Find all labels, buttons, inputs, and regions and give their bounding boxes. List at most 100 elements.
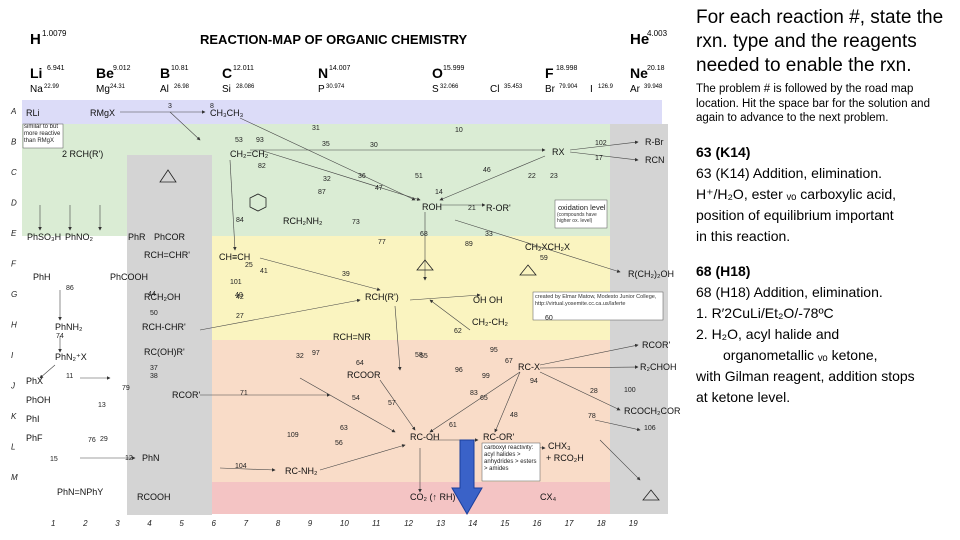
compound-phf: PhF <box>26 433 43 443</box>
element-b: B <box>160 65 170 81</box>
reaction-number: 31 <box>312 125 320 132</box>
compound-phn2x: PhN₂⁺X <box>55 352 87 362</box>
element-al-mass: 26.98 <box>174 84 190 90</box>
compound-phso3h: PhSO₃H <box>27 232 61 242</box>
element-n: N <box>318 65 328 81</box>
row-letter: A <box>10 107 16 116</box>
compound-rcor-right: RCOR' <box>642 340 670 350</box>
reaction-number: 101 <box>230 279 242 286</box>
reaction-number: 21 <box>468 205 476 212</box>
reaction-number: 44 <box>148 291 156 298</box>
reaction-number: 100 <box>624 387 636 394</box>
compound-phno2: PhNO₂ <box>65 232 94 242</box>
compound-phr: PhR <box>128 232 146 242</box>
reaction-number: 8 <box>210 103 214 110</box>
cyclopropane-bottom <box>642 489 660 501</box>
reaction-number: 14 <box>435 189 443 196</box>
cyclopropane <box>159 169 177 183</box>
compound-ch2ch2: CH₂=CH₂ <box>230 149 269 159</box>
reaction-number: 51 <box>415 173 423 180</box>
note-created: created by Elmar Matow, Modesto Junior C… <box>535 294 657 307</box>
compound-cx4: CX₄ <box>540 492 557 502</box>
structure-drawings <box>159 169 660 501</box>
compound-phcor: PhCOR <box>154 232 186 242</box>
reaction-number: 89 <box>465 241 473 248</box>
compound-rch2nh2: RCH₂NH₂ <box>283 216 323 226</box>
reaction-number: 37 <box>150 365 158 372</box>
reaction-number: 82 <box>258 163 266 170</box>
element-b-mass: 10.81 <box>171 65 189 72</box>
map-title: REACTION-MAP OF ORGANIC CHEMISTRY <box>200 32 468 47</box>
reaction-number: 48 <box>510 412 518 419</box>
reaction-number: 3 <box>168 103 172 110</box>
compound-co2: CO₂ (↑ RH) <box>410 492 456 502</box>
compound-phh: PhH <box>33 272 51 282</box>
compound-ch2ch2-diol: CH₂-CH₂ <box>472 317 508 327</box>
reaction-number: 76 <box>88 437 96 444</box>
zone-yellow <box>212 236 662 340</box>
col-number: 3 <box>115 519 120 528</box>
element-na-mass: 22.99 <box>44 84 60 90</box>
reaction-number: 78 <box>588 413 596 420</box>
reaction-number: 63 <box>340 425 348 432</box>
reaction-number: 28 <box>590 388 598 395</box>
problem-68-line-1: 68 (H18) Addition, elimination. <box>696 283 883 300</box>
compound-rcohr: RC(OH)R' <box>144 347 185 357</box>
reaction-number: 109 <box>287 432 299 439</box>
row-letter: E <box>11 229 17 238</box>
compound-rconh2: RC-NH₂ <box>285 466 318 476</box>
element-o: O <box>432 65 443 81</box>
element-cl-mass: 35.453 <box>504 84 523 90</box>
element-ne: Ne <box>630 65 648 81</box>
row-letter: I <box>11 351 14 360</box>
reaction-number: 53 <box>235 137 243 144</box>
reaction-number: 94 <box>530 378 538 385</box>
col-number: 9 <box>308 519 313 528</box>
compound-phnnph: PhN=NPhY <box>57 487 103 497</box>
reaction-number: 71 <box>240 390 248 397</box>
row-letter: L <box>11 443 15 452</box>
reaction-number: 60 <box>545 315 553 322</box>
col-number: 5 <box>179 519 184 528</box>
element-h-mass: 1.0079 <box>42 29 67 38</box>
zone-orange <box>212 340 662 482</box>
problem-panel: For each reaction #, state the rxn. type… <box>696 6 956 536</box>
compound-rcooh: RC-OH <box>410 432 440 442</box>
col-number: 17 <box>565 519 574 528</box>
reaction-number: 56 <box>335 440 343 447</box>
compound-rcox: RC-X <box>518 362 540 372</box>
problem-63-line-3: position of equilibrium important <box>696 206 894 223</box>
epoxide-right <box>519 264 537 276</box>
highlight-arrow <box>451 439 483 516</box>
problem-68-line-4: organometallic ᵥₒ ketone, <box>723 346 878 363</box>
col-number: 4 <box>147 519 152 528</box>
compound-r2chr: 2 RCH(R') <box>62 149 103 159</box>
reaction-number: 32 <box>323 176 331 183</box>
element-o-mass: 15.999 <box>443 65 465 72</box>
compound-r2choh: R₂CHOH <box>640 362 677 372</box>
col-number: 6 <box>212 519 217 528</box>
compound-phi: PhI <box>26 414 40 424</box>
highlight-arrow-shape <box>451 439 483 516</box>
reaction-number: 22 <box>528 173 536 180</box>
problem-68-line-6: at ketone level. <box>696 388 791 405</box>
reaction-number: 57 <box>388 400 396 407</box>
compound-phnh2: PhNH₂ <box>55 322 83 332</box>
reaction-number: 99 <box>482 373 490 380</box>
row-letter: K <box>11 412 17 421</box>
row-letter: B <box>11 138 17 147</box>
reaction-map-svg: REACTION-MAP OF ORGANIC CHEMISTRY H 1.00… <box>10 29 681 528</box>
reaction-number: 86 <box>66 285 74 292</box>
note-ox-level: oxidation level <box>558 203 606 212</box>
panel-instructions: The problem # is followed by the road ma… <box>696 83 930 124</box>
element-mg: Mg <box>96 84 110 95</box>
element-f-mass: 18.998 <box>556 65 578 72</box>
compound-rx: RX <box>552 147 565 157</box>
element-ar: Ar <box>630 84 641 95</box>
benzene-ring <box>249 193 267 212</box>
compound-rcn: RCN <box>645 155 665 165</box>
element-i: I <box>590 84 593 95</box>
col-number: 16 <box>533 519 542 528</box>
col-number: 10 <box>340 519 349 528</box>
compound-rchnr: RCH=NR <box>333 332 371 342</box>
